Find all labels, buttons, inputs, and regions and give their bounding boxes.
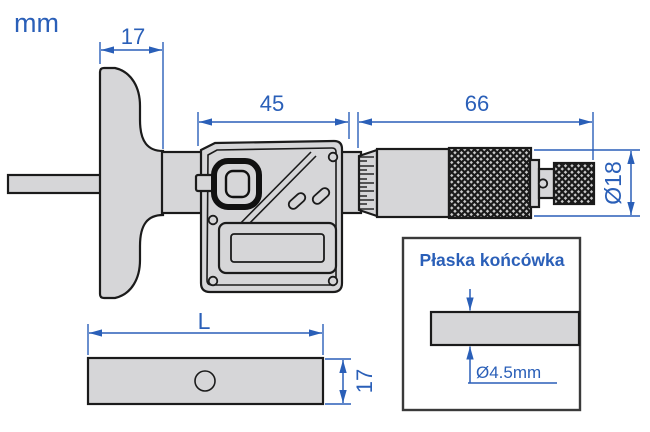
dim-base-thickness: 17: [352, 369, 377, 393]
corner-screw: [207, 275, 219, 287]
dimension-annotations: mm 17 45 66 Ø18 L 17: [14, 8, 640, 405]
corner-screw: [327, 151, 339, 163]
base-bottom-view: [86, 356, 325, 406]
dim-base-length: L: [198, 308, 211, 334]
base-plate: [86, 356, 325, 406]
flat-tip-detail-inset: Płaska końcówka Ø4.5mm: [401, 236, 582, 412]
ratchet-knob-knurl: [552, 161, 596, 206]
rod-hole: [194, 370, 216, 392]
flat-tip-rod: [429, 310, 581, 347]
thimble-grip-knurl: [447, 146, 533, 220]
ratchet-collar: [528, 158, 541, 209]
micrometer-side-view: [6, 66, 596, 300]
dim-flange-thickness: 17: [121, 24, 145, 49]
thimble-barrel: [375, 147, 451, 219]
thimble-graduation-ticks: [360, 156, 374, 210]
inset-title: Płaska końcówka: [420, 250, 565, 270]
function-button: [311, 187, 331, 205]
display-window: [230, 233, 325, 263]
dim-sleeve-length: 66: [465, 91, 489, 116]
corner-screws: [207, 151, 339, 287]
lock-clamp-ring-hole: [224, 169, 251, 199]
base-flange: [98, 66, 165, 300]
corner-screw: [207, 214, 219, 226]
dim-thimble-diameter: Ø18: [600, 161, 626, 204]
measuring-rod: [6, 173, 103, 195]
ratchet-shaft-hole: [537, 178, 549, 189]
function-button: [287, 192, 307, 210]
corner-screw: [327, 275, 339, 287]
unit-label: mm: [14, 8, 59, 38]
dim-body-length: 45: [260, 91, 284, 116]
tip-diameter-label: Ø4.5mm: [476, 363, 541, 382]
